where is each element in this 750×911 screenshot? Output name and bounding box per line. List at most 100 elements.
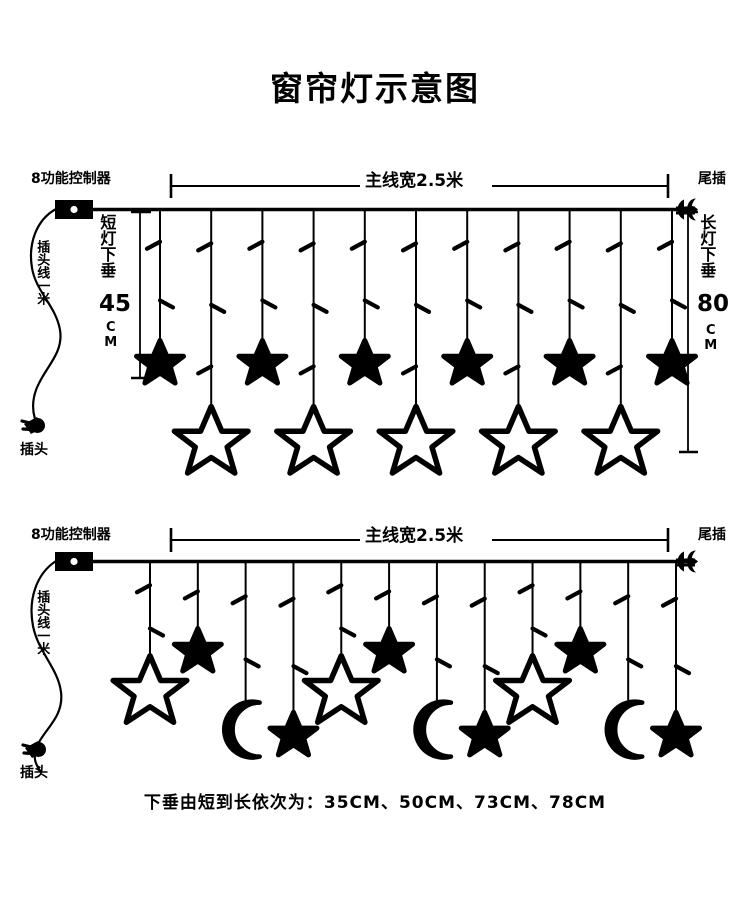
pendant-strand — [174, 561, 221, 672]
star-filled-pendant-icon — [137, 341, 184, 384]
star-filled-pendant-icon — [174, 629, 221, 672]
pendant-strand — [174, 209, 248, 474]
width-dimension-line-2 — [169, 528, 670, 552]
led-bulb-mark — [605, 241, 623, 253]
tail-plug-label-1: 尾插 — [698, 171, 726, 187]
led-bulb-mark — [413, 302, 432, 314]
moon-pendant-icon — [607, 702, 642, 758]
led-bulb-mark — [230, 594, 248, 606]
pendant-strand — [482, 209, 556, 474]
star-filled-pendant-icon — [653, 712, 700, 755]
led-bulb-mark — [565, 589, 583, 601]
star-outline-pendant-icon — [113, 656, 187, 723]
pendant-strands-1 — [137, 209, 696, 474]
controller-box-1 — [55, 200, 93, 219]
led-bulb-mark — [516, 302, 534, 314]
led-bulb-mark — [298, 364, 316, 376]
pendant-strand — [137, 209, 184, 384]
led-bulb-mark — [291, 664, 309, 676]
star-filled-pendant-icon — [366, 629, 413, 672]
led-bulb-mark — [465, 298, 483, 310]
controller-label-1: 8功能控制器 — [31, 171, 111, 187]
tail-plug-icon-2 — [674, 549, 700, 574]
star-filled-pendant-icon — [444, 341, 491, 384]
led-bulb-mark — [613, 594, 631, 606]
drop-lengths-caption: 下垂由短到长依次为：35CM、50CM、73CM、78CM — [143, 793, 607, 813]
led-bulb-mark — [349, 239, 367, 251]
pendant-strand — [557, 561, 604, 672]
led-bulb-mark — [243, 657, 261, 669]
pendant-strand — [461, 561, 508, 755]
short-drop-value: 45 — [99, 291, 132, 317]
led-bulb-mark — [669, 298, 688, 310]
long-drop-unit: CM — [703, 323, 719, 353]
led-bulb-mark — [626, 657, 644, 669]
led-bulb-mark — [326, 583, 344, 595]
diagram-2 — [21, 528, 700, 773]
led-bulb-mark — [503, 241, 521, 253]
led-bulb-mark — [567, 298, 585, 310]
led-bulb-mark — [673, 664, 692, 676]
led-bulb-mark — [469, 596, 487, 608]
power-cord-1 — [30, 208, 62, 431]
star-filled-pendant-icon — [461, 712, 508, 755]
main-width-label-2: 主线宽2.5米 — [365, 526, 464, 546]
led-bulb-mark — [147, 626, 166, 638]
page-title: 窗帘灯示意图 — [270, 69, 480, 108]
led-bulb-mark — [260, 298, 278, 310]
pendant-strand — [607, 561, 644, 758]
pendant-strand — [584, 209, 658, 474]
pendant-strand — [224, 561, 261, 758]
led-bulb-mark — [517, 583, 535, 595]
led-bulb-mark — [400, 241, 419, 253]
star-outline-pendant-icon — [496, 656, 570, 723]
moon-pendant-icon — [224, 702, 259, 758]
led-bulb-mark — [656, 239, 675, 251]
pendant-strand — [277, 209, 351, 474]
pendant-strand — [366, 561, 413, 672]
pendant-strand — [304, 561, 378, 723]
pendant-strand — [113, 561, 187, 723]
moon-pendant-icon — [415, 702, 450, 758]
main-width-label-1: 主线宽2.5米 — [365, 171, 464, 191]
led-bulb-mark — [503, 364, 521, 376]
pendant-strand — [444, 209, 491, 384]
diagram-1 — [20, 174, 700, 474]
plug-icon-1 — [20, 415, 47, 436]
star-outline-pendant-icon — [482, 407, 556, 474]
pendant-strands-2 — [113, 561, 700, 758]
controller-label-2: 8功能控制器 — [31, 527, 111, 543]
star-filled-pendant-icon — [341, 341, 388, 384]
led-bulb-mark — [362, 298, 380, 310]
pendant-strand — [649, 209, 696, 384]
plug-icon-2 — [21, 739, 48, 760]
led-bulb-mark — [134, 583, 153, 595]
pendant-strand — [341, 209, 388, 384]
star-outline-pendant-icon — [379, 407, 453, 474]
pendant-strand — [239, 209, 286, 384]
led-bulb-mark — [144, 239, 163, 251]
pendant-strand — [496, 561, 570, 723]
short-drop-text: 短灯下垂 — [97, 214, 117, 278]
controller-box-2 — [55, 552, 93, 571]
led-bulb-mark — [434, 657, 453, 669]
led-bulb-mark — [452, 239, 470, 251]
pendant-strand — [653, 561, 700, 755]
tail-plug-icon-1 — [674, 197, 700, 222]
short-drop-bracket-1 — [131, 210, 151, 380]
led-bulb-mark — [373, 589, 392, 601]
cord-length-label-1: 插头线一米 — [34, 240, 50, 305]
star-outline-pendant-icon — [584, 407, 658, 474]
pendant-strand — [415, 561, 453, 758]
width-dimension-line-1 — [169, 174, 670, 198]
short-drop-unit: CM — [103, 320, 119, 350]
plug-label-1: 插头 — [20, 442, 48, 458]
star-outline-pendant-icon — [174, 407, 248, 474]
led-bulb-mark — [339, 626, 357, 638]
led-bulb-mark — [618, 302, 636, 314]
pendant-strand — [270, 561, 317, 755]
long-drop-bracket-1 — [679, 210, 698, 454]
led-bulb-mark — [209, 302, 227, 314]
